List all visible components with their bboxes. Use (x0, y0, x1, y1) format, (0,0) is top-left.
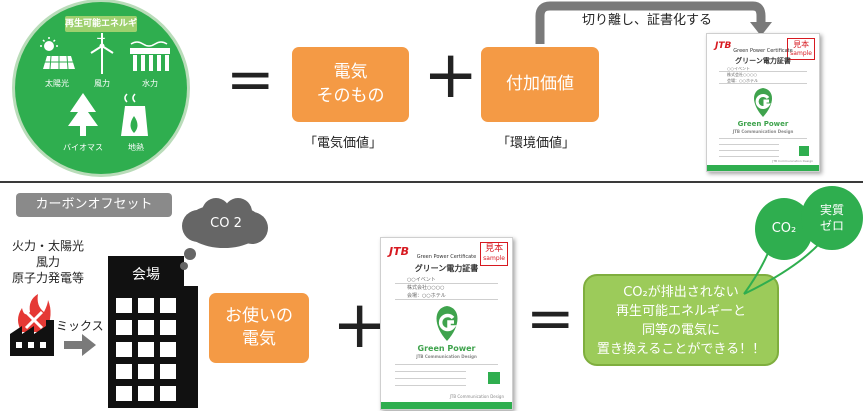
certificate-green-bar (707, 165, 819, 171)
building-windows (116, 298, 176, 402)
geothermal-label: 地熱 (128, 143, 144, 152)
biomass-label: バイオマス (63, 143, 103, 152)
certificate-title: グリーン電力証書 (735, 57, 791, 65)
green-power-mark (488, 372, 500, 384)
certificate-title: グリーン電力証書 (414, 264, 479, 273)
mix-label: ミックス (56, 319, 104, 333)
certificate-footer: JTB Communication Design (772, 159, 813, 163)
net-zero-line2: ゼロ (819, 219, 844, 233)
certificate-event: ○○イベント (407, 277, 436, 283)
jtb-logo: JTB (389, 245, 409, 258)
power-sources-text: 火力・太陽光 風力 原子力発電等 (4, 238, 92, 286)
window (160, 298, 176, 313)
building-side (184, 286, 198, 408)
result-line-4: 置き換えることができる！！ (596, 342, 766, 357)
window (138, 298, 154, 313)
window (160, 320, 176, 335)
power-source-wind: 風力 (35, 255, 60, 269)
result-message-box: CO₂が排出されない 再生可能エネルギーと 同等の電気に 置き換えることができる… (583, 274, 779, 366)
jtb-logo: JTB (715, 41, 732, 51)
certificate-venue: 会場：○○ホテル (407, 293, 446, 299)
certificate-footer: JTB Communication Design (449, 394, 504, 399)
window (116, 386, 132, 401)
hydro-label: 水力 (142, 79, 158, 88)
sample-stamp-main: 見本 (485, 244, 504, 254)
net-zero-line1: 実質 (819, 203, 844, 217)
solar-label: 太陽光 (45, 79, 69, 88)
window (116, 320, 132, 335)
environmental-value-caption: 「環境価値」 (497, 136, 576, 151)
green-power-sub: JTB Communication Design (732, 129, 794, 134)
green-power-name: Green Power (737, 120, 789, 128)
top-plus-sign: + (423, 36, 479, 113)
wind-label: 風力 (94, 79, 110, 88)
sample-stamp-sub: sample (790, 50, 812, 57)
result-line-1: CO₂が排出されない (623, 285, 739, 300)
hydro-dam-icon (130, 41, 170, 71)
separate-certify-label: 切り離し、証書化する (582, 13, 713, 28)
co2-cloud (180, 198, 268, 270)
wind-turbine-icon (90, 33, 114, 74)
sample-stamp-sub: sample (483, 255, 505, 262)
green-power-sub: JTB Communication Design (416, 354, 477, 359)
net-zero-balloon: 実質 ゼロ (801, 186, 863, 250)
certificate-company: 株式会社○○○○ (727, 72, 757, 77)
geothermal-icon (121, 93, 148, 136)
power-source-thermal-solar: 火力・太陽光 (11, 239, 84, 253)
electricity-itself-line1: 電気 (333, 62, 368, 82)
certificate-venue: 会場：○○ホテル (727, 78, 758, 83)
your-electricity-line2: 電気 (242, 329, 276, 349)
green-power-certificate-top: JTB 見本 sample Green Power Certificate グリ… (706, 33, 820, 172)
certificate-top-line: Green Power Certificate (733, 48, 793, 54)
window (116, 364, 132, 379)
window (160, 386, 176, 401)
renewable-energy-title: 再生可能エネルギー (65, 16, 137, 45)
factory-fire-icon (10, 294, 54, 356)
top-equals-sign: = (226, 45, 275, 113)
green-power-name: Green Power (417, 344, 476, 353)
electricity-itself-box: 電気 そのもの (292, 47, 409, 122)
window (138, 386, 154, 401)
window (116, 298, 132, 313)
green-power-logo-icon (436, 306, 458, 341)
window (138, 320, 154, 335)
mix-arrow-icon (64, 334, 96, 356)
power-source-nuclear: 原子力発電等 (11, 271, 84, 285)
result-line-3: 同等の電気に (641, 323, 720, 338)
certificate-green-bar (381, 402, 512, 409)
bottom-equals-sign: = (526, 284, 575, 352)
window (138, 364, 154, 379)
sample-stamp-main: 見本 (793, 40, 810, 49)
green-power-mark (799, 146, 809, 156)
result-line-2: 再生可能エネルギーと (615, 304, 746, 319)
certificate-company: 株式会社○○○○ (407, 285, 445, 291)
window (160, 364, 176, 379)
electricity-value-caption: 「電気価値」 (304, 136, 383, 151)
separate-certify-arrow (535, 1, 772, 44)
solar-panel-icon (40, 37, 75, 70)
venue-label: 会場 (132, 267, 160, 283)
venue-building: 会場 (108, 256, 184, 408)
renewable-energy-circle: 再生可能エネルギー 太陽光 風力 水力 バイオマス (15, 2, 187, 174)
your-electricity-line1: お使いの (225, 306, 293, 326)
window (138, 342, 154, 357)
co2-cloud-label: CO 2 (210, 216, 242, 231)
your-electricity-box: お使いの 電気 (209, 293, 309, 363)
biomass-tree-icon (68, 93, 98, 136)
carbon-offset-label: カーボンオフセット (16, 193, 172, 217)
window (160, 342, 176, 357)
certificate-top-line: Green Power Certificate (416, 254, 477, 260)
sample-stamp: 見本 sample (787, 38, 815, 60)
sample-stamp: 見本 sample (480, 242, 508, 266)
section-divider (0, 181, 863, 183)
green-power-logo-icon (754, 88, 772, 117)
added-value-box: 付加価値 (481, 47, 599, 122)
bottom-plus-sign: + (332, 286, 388, 363)
electricity-itself-line2: そのもの (316, 86, 385, 106)
certificate-event: ○○イベント (727, 66, 750, 71)
window (116, 342, 132, 357)
green-power-certificate-bottom: JTB 見本 sample Green Power Certificate グリ… (380, 237, 513, 410)
